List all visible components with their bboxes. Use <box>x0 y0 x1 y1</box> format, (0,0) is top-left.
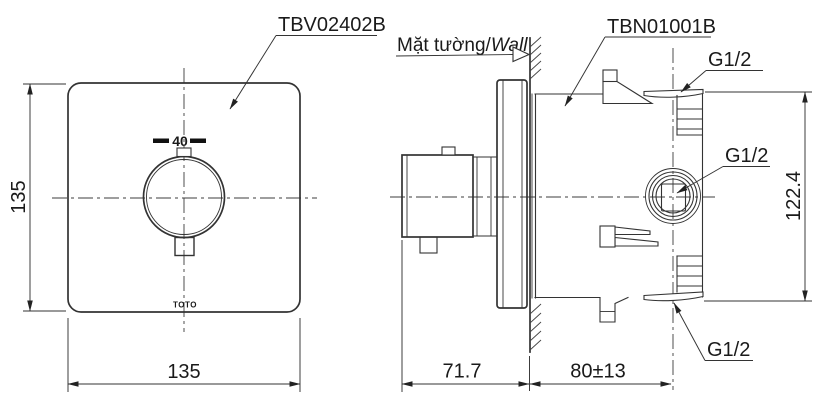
thread-callout-bottom: G1/2 <box>673 302 753 361</box>
embed-depth-dimension: 80±13 <box>529 356 672 391</box>
mounting-bracket-top <box>602 69 654 105</box>
temp-dash-left <box>153 138 169 143</box>
escutcheon-plate <box>496 79 528 309</box>
dial-top-notch <box>176 147 192 158</box>
wall-hatching-top <box>529 36 542 80</box>
dial-inner-ring <box>146 159 222 235</box>
top-port-threads <box>676 94 703 136</box>
faceplate <box>67 82 301 313</box>
front-height-value: 135 <box>8 180 30 213</box>
temp-dash-right <box>190 138 206 143</box>
thread-callout-side: G1/2 <box>676 145 770 194</box>
side-part-label: TBN01001B <box>607 16 716 38</box>
thread-label-top: G1/2 <box>708 49 751 71</box>
wall-label: Mặt tường/Wall <box>397 35 528 56</box>
bottom-port-threads <box>676 255 703 293</box>
front-width-value: 135 <box>167 361 200 383</box>
leader-arrow <box>229 35 277 110</box>
leader-arrow <box>564 36 606 107</box>
side-height-dimension: 122.4 <box>704 91 812 302</box>
temp-marking-label: 40 <box>172 133 188 149</box>
side-height-value: 122.4 <box>783 171 805 221</box>
front-view: 40 TOTO 135 135 TBV02402B <box>8 14 386 392</box>
port-socket <box>660 183 687 212</box>
protrusion-dimension: 71.7 <box>401 240 530 392</box>
handle-knob <box>401 146 474 254</box>
front-part-callout: TBV02402B <box>229 14 386 110</box>
bottom-port-lip <box>643 291 704 302</box>
wall-hatching-bottom <box>529 303 542 351</box>
mounting-bracket-middle <box>599 225 659 248</box>
plate-outline <box>496 79 528 309</box>
protrusion-value: 71.7 <box>443 361 482 383</box>
embed-depth-value: 80±13 <box>570 361 625 383</box>
side-outlet-port <box>645 168 701 224</box>
label-underline <box>395 54 514 57</box>
front-part-label: TBV02402B <box>278 14 386 36</box>
side-part-callout: TBN01001B <box>564 16 716 107</box>
knob-top-button <box>441 146 456 156</box>
mounting-bracket-bottom <box>599 296 629 323</box>
thread-callout-top: G1/2 <box>680 49 763 93</box>
valve-body <box>531 69 704 323</box>
wall-callout: Mặt tường/Wall <box>395 35 531 63</box>
thread-label-bottom: G1/2 <box>707 339 750 361</box>
brand-logo: TOTO <box>173 301 197 310</box>
side-view: Mặt tường/Wall <box>390 16 812 392</box>
front-width-dimension: 135 <box>67 318 301 392</box>
knob-bottom-tab <box>419 236 438 254</box>
front-height-dimension: 135 <box>8 83 66 312</box>
wall-arrowhead-icon <box>512 46 531 63</box>
thread-label-side: G1/2 <box>725 145 768 167</box>
dial-bottom-tab <box>174 236 195 257</box>
valve-stem <box>472 156 498 237</box>
